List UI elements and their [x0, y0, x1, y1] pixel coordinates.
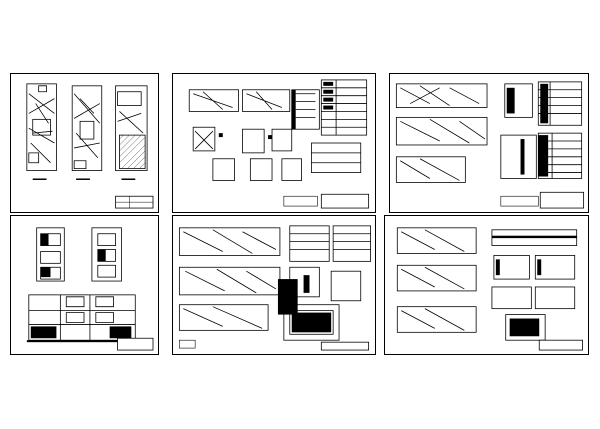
drawing-sheet-5[interactable] — [172, 215, 376, 355]
elevations-sections-drawing — [26, 227, 154, 351]
installation-plans-drawing — [395, 81, 585, 209]
structural-plans-drawing — [188, 79, 370, 209]
drawing-sheet-4[interactable] — [10, 215, 159, 355]
drawing-sheet-2[interactable] — [172, 73, 376, 213]
drawing-sheet-3[interactable] — [389, 73, 589, 213]
plans-and-details-drawing — [396, 227, 584, 351]
drawing-sheet-6[interactable] — [384, 215, 589, 355]
detail-plans-drawing — [178, 225, 371, 351]
floor-plans-drawing — [26, 83, 154, 209]
drawing-sheet-1[interactable] — [10, 73, 159, 213]
